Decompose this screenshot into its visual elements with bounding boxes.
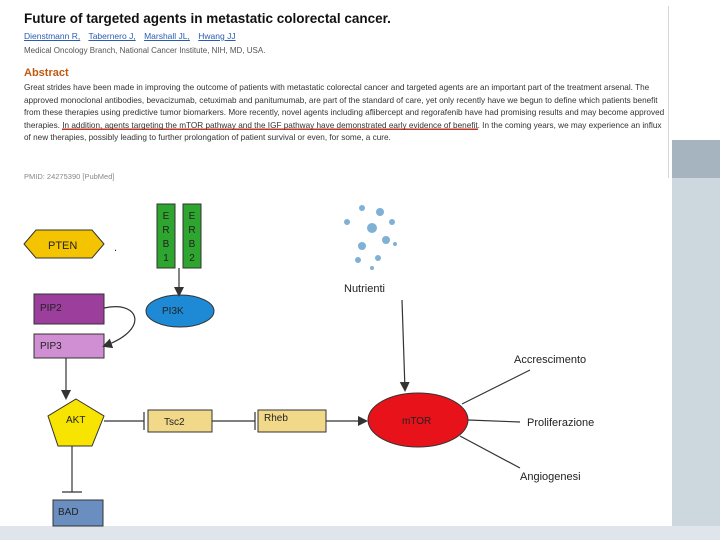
connector-mtor-accrescimento bbox=[461, 369, 531, 405]
abstract-highlight: In addition, agents targeting the mTOR p… bbox=[62, 120, 478, 130]
nutrient-dot bbox=[382, 236, 390, 244]
abstract-heading: Abstract bbox=[24, 67, 69, 79]
pip2-node bbox=[33, 293, 105, 325]
nutrient-dot bbox=[344, 219, 350, 225]
rheb-label: Rheb bbox=[264, 413, 288, 424]
nutrienti-label: Nutrienti bbox=[344, 283, 385, 295]
erb1-letter: E bbox=[163, 211, 170, 222]
bad-node bbox=[52, 499, 104, 527]
nutrient-dot bbox=[370, 266, 374, 270]
abstract-text: Great strides have been made in improvin… bbox=[24, 83, 665, 130]
side-decoration-block bbox=[672, 140, 720, 178]
side-decoration-bar bbox=[672, 140, 720, 540]
erb1-letter: B bbox=[163, 239, 170, 250]
affiliation: Medical Oncology Branch, National Cancer… bbox=[24, 46, 266, 55]
nutrient-particles bbox=[344, 205, 397, 270]
akt-node bbox=[47, 398, 105, 447]
bottom-decoration-bar bbox=[0, 526, 720, 540]
dot-mark: . bbox=[114, 242, 117, 254]
connector-nutrienti-mtor bbox=[399, 299, 410, 392]
nutrient-dot bbox=[358, 242, 366, 250]
abstract-text-end: . In the coming years, we may experience… bbox=[24, 120, 662, 143]
abstract-screenshot: Future of targeted agents in metastatic … bbox=[16, 6, 669, 181]
erb2-letter: 2 bbox=[189, 253, 195, 264]
author-link[interactable]: Tabernero J, bbox=[88, 31, 136, 41]
bad-label: BAD bbox=[58, 507, 79, 518]
erb1-letter: 1 bbox=[163, 253, 169, 264]
nutrient-dot bbox=[367, 223, 377, 233]
akt-label: AKT bbox=[66, 415, 85, 426]
connector-pip2-pip3-loop bbox=[102, 306, 136, 349]
author-list: Dienstmann R, Tabernero J, Marshall JL, … bbox=[24, 31, 242, 41]
author-link[interactable]: Marshall JL, bbox=[144, 31, 190, 41]
nutrient-dot bbox=[375, 255, 381, 261]
tsc2-label: Tsc2 bbox=[164, 417, 185, 428]
connector-mtor-proliferazione bbox=[467, 419, 521, 423]
connector-mtor-angiogenesi bbox=[459, 435, 521, 469]
nutrient-dot bbox=[376, 208, 384, 216]
nutrient-dot bbox=[393, 242, 397, 246]
mtor-label: mTOR bbox=[402, 416, 431, 427]
author-link[interactable]: Hwang JJ bbox=[198, 31, 236, 41]
erb1-receptor bbox=[156, 203, 176, 269]
erb2-letter: B bbox=[189, 239, 196, 250]
angiogenesi-label: Angiogenesi bbox=[520, 471, 581, 483]
pmid-label: PMID: 24275390 [PubMed] bbox=[24, 172, 115, 181]
accrescimento-label: Accrescimento bbox=[514, 354, 586, 366]
pip3-node bbox=[33, 333, 105, 359]
abstract-body: Great strides have been made in improvin… bbox=[24, 82, 668, 145]
erb2-receptor bbox=[182, 203, 202, 269]
pten-node bbox=[23, 229, 105, 259]
pip3-label: PIP3 bbox=[40, 341, 62, 352]
pip2-label: PIP2 bbox=[40, 303, 62, 314]
erb2-letter: E bbox=[189, 211, 196, 222]
erb1-letter: R bbox=[162, 225, 169, 236]
pten-label: PTEN bbox=[48, 240, 77, 252]
author-link[interactable]: Dienstmann R, bbox=[24, 31, 81, 41]
erb2-letter: R bbox=[188, 225, 195, 236]
nutrient-dot bbox=[355, 257, 361, 263]
nutrient-dot bbox=[389, 219, 395, 225]
nutrient-dot bbox=[359, 205, 365, 211]
pi3k-label: PI3K bbox=[162, 306, 184, 317]
proliferazione-label: Proliferazione bbox=[527, 417, 594, 429]
article-title[interactable]: Future of targeted agents in metastatic … bbox=[24, 11, 391, 26]
